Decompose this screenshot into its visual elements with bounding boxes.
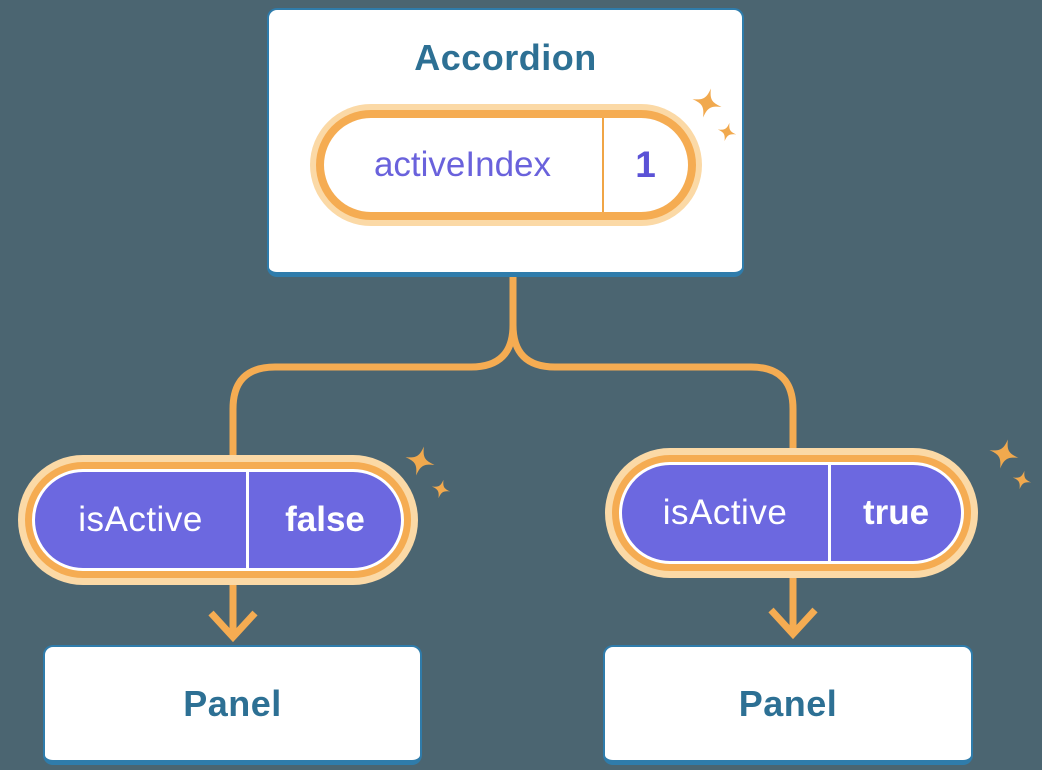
state-label: isActive	[78, 500, 203, 539]
state-pill-activeindex: activeIndex 1	[309, 104, 702, 226]
pill-separator	[828, 465, 831, 561]
accordion-title: Accordion	[414, 37, 597, 78]
pill-ring: isActive false	[25, 462, 411, 578]
state-pill-isactive-right: isActive true	[605, 448, 978, 578]
state-value: 1	[635, 144, 656, 185]
state-value: true	[862, 493, 930, 532]
arrow-down-icon-left	[208, 610, 258, 643]
state-value: false	[285, 500, 365, 539]
pill-body: isActive true	[619, 462, 964, 564]
accordion-card: Accordion activeIndex 1	[267, 8, 744, 277]
state-pill-isactive-left: isActive false	[18, 455, 418, 585]
pill-body: activeIndex 1	[323, 118, 688, 212]
panel-title: Panel	[738, 682, 838, 724]
pill-body: isActive false	[32, 469, 404, 571]
pill-ring: activeIndex 1	[315, 110, 696, 220]
panel-card-right: Panel	[603, 645, 973, 765]
sparkle-icon	[431, 479, 451, 499]
state-label: activeIndex	[373, 145, 552, 184]
state-label: isActive	[662, 493, 788, 532]
pill-separator	[601, 118, 604, 212]
sparkle-icon	[405, 446, 435, 476]
pill-ring: isActive true	[612, 455, 971, 571]
sparkle-icon	[989, 439, 1019, 469]
panel-title: Panel	[183, 682, 282, 724]
panel-card-left: Panel	[43, 645, 422, 765]
arrow-down-icon-right	[768, 607, 818, 640]
sparkle-icon	[1012, 470, 1032, 490]
